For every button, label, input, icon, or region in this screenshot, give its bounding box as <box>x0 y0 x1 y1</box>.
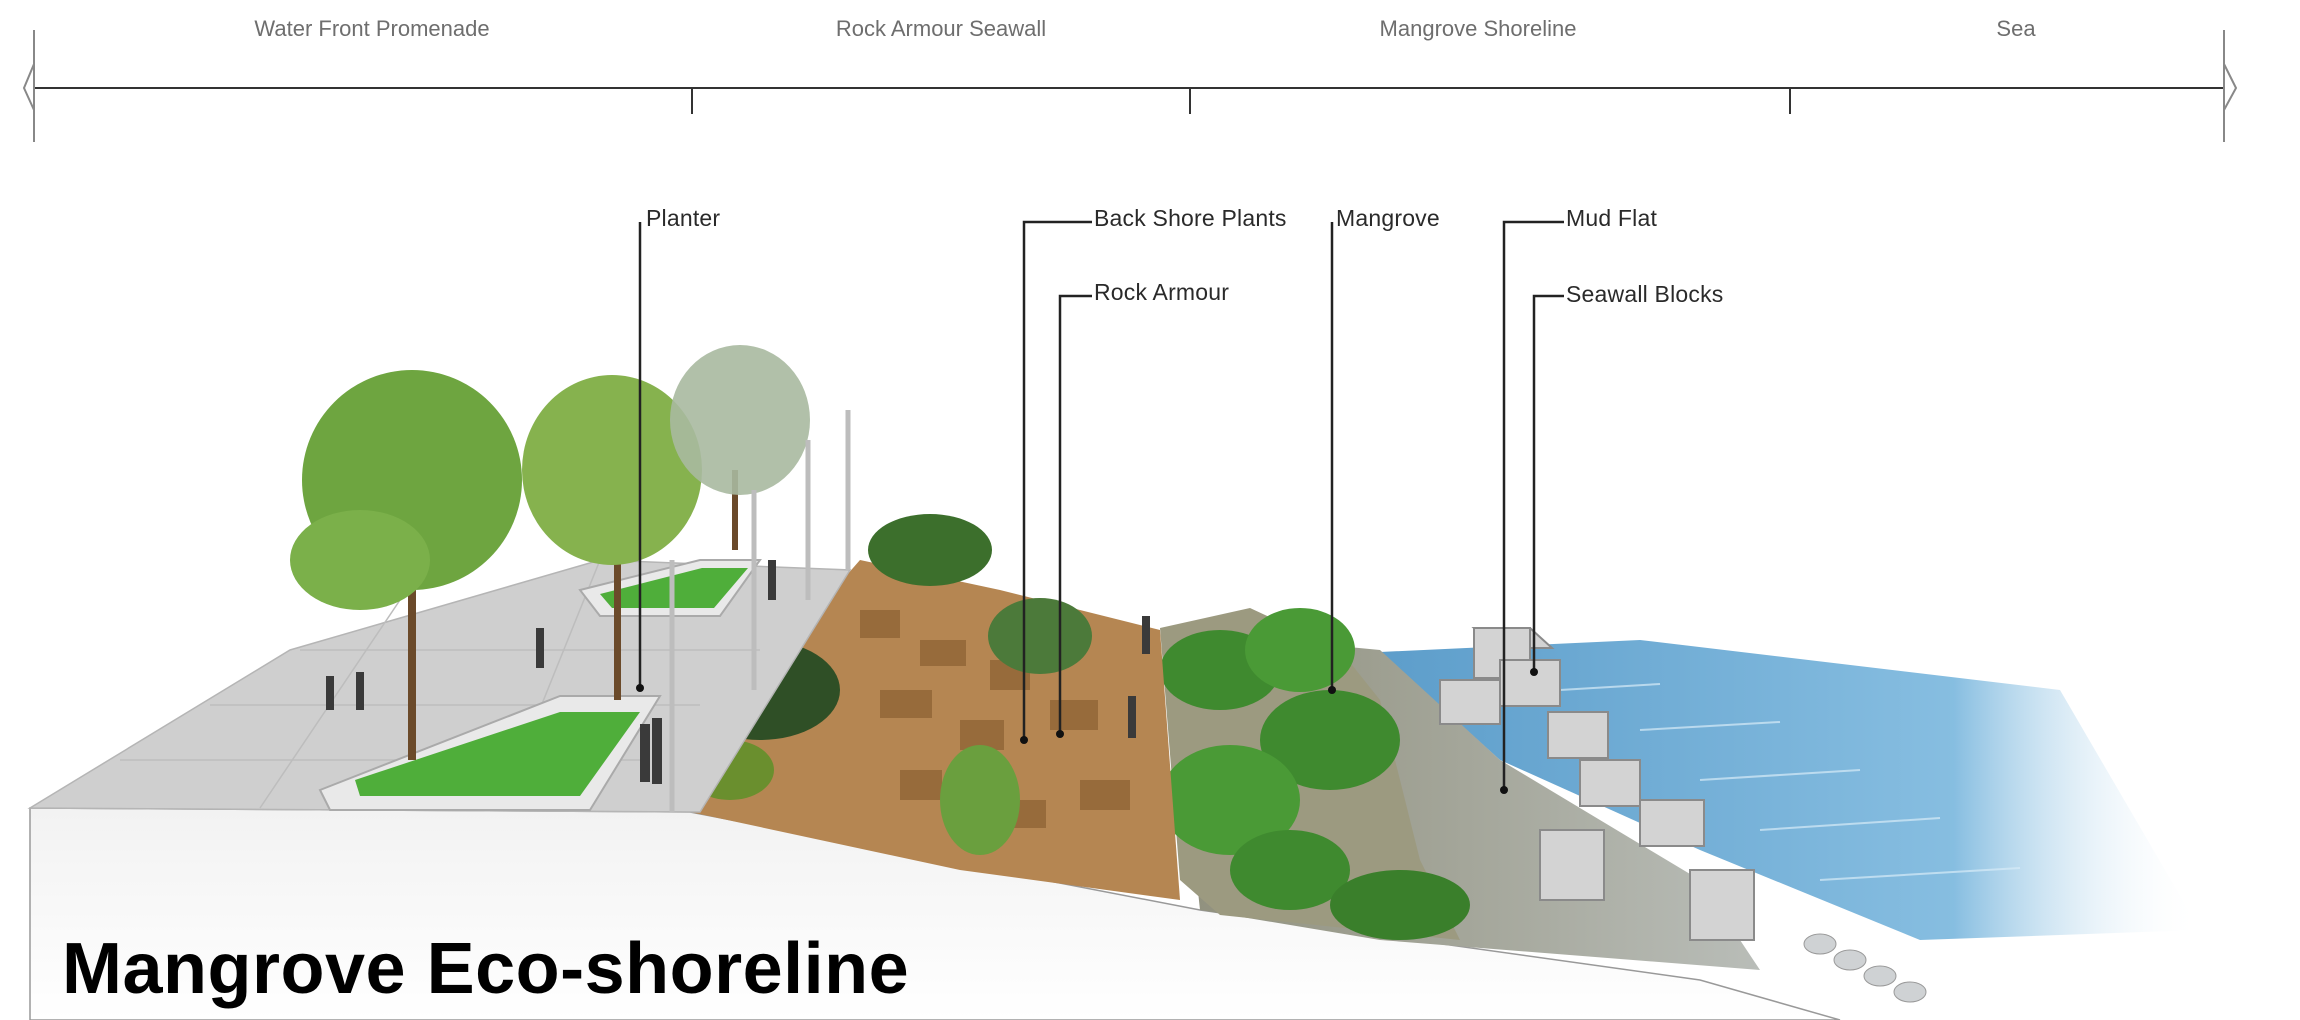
zone-label-water-front-promenade: Water Front Promenade <box>254 16 490 41</box>
callout-mangrove: Mangrove <box>1336 205 1440 231</box>
callout-mud-flat: Mud Flat <box>1566 205 1658 231</box>
callout-seawall-blocks: Seawall Blocks <box>1566 281 1724 307</box>
light-poles <box>669 410 851 812</box>
callout-planter: Planter <box>646 205 721 231</box>
callout-leaders <box>638 220 1564 790</box>
zone-scale-bar <box>22 30 2238 142</box>
zone-label-rock-armour-seawall: Rock Armour Seawall <box>835 16 1047 41</box>
promenade-trees <box>290 345 810 760</box>
diagram-title: Mangrove Eco-shoreline <box>62 929 910 1009</box>
seawall-blocks <box>1439 627 1755 941</box>
zone-label-mangrove-shoreline: Mangrove Shoreline <box>1379 16 1577 41</box>
zone-label-sea: Sea <box>1996 16 2036 41</box>
planter-front-grass <box>355 712 640 796</box>
sea-ripples <box>1559 683 2021 881</box>
people <box>326 560 1150 784</box>
sea-boulders <box>1803 933 1927 1003</box>
callout-anchors <box>636 668 1538 794</box>
mangrove-shrubs <box>1160 608 1470 940</box>
callout-back-shore-plants: Back Shore Plants <box>1094 205 1287 231</box>
callout-rock-armour: Rock Armour <box>1094 279 1230 305</box>
